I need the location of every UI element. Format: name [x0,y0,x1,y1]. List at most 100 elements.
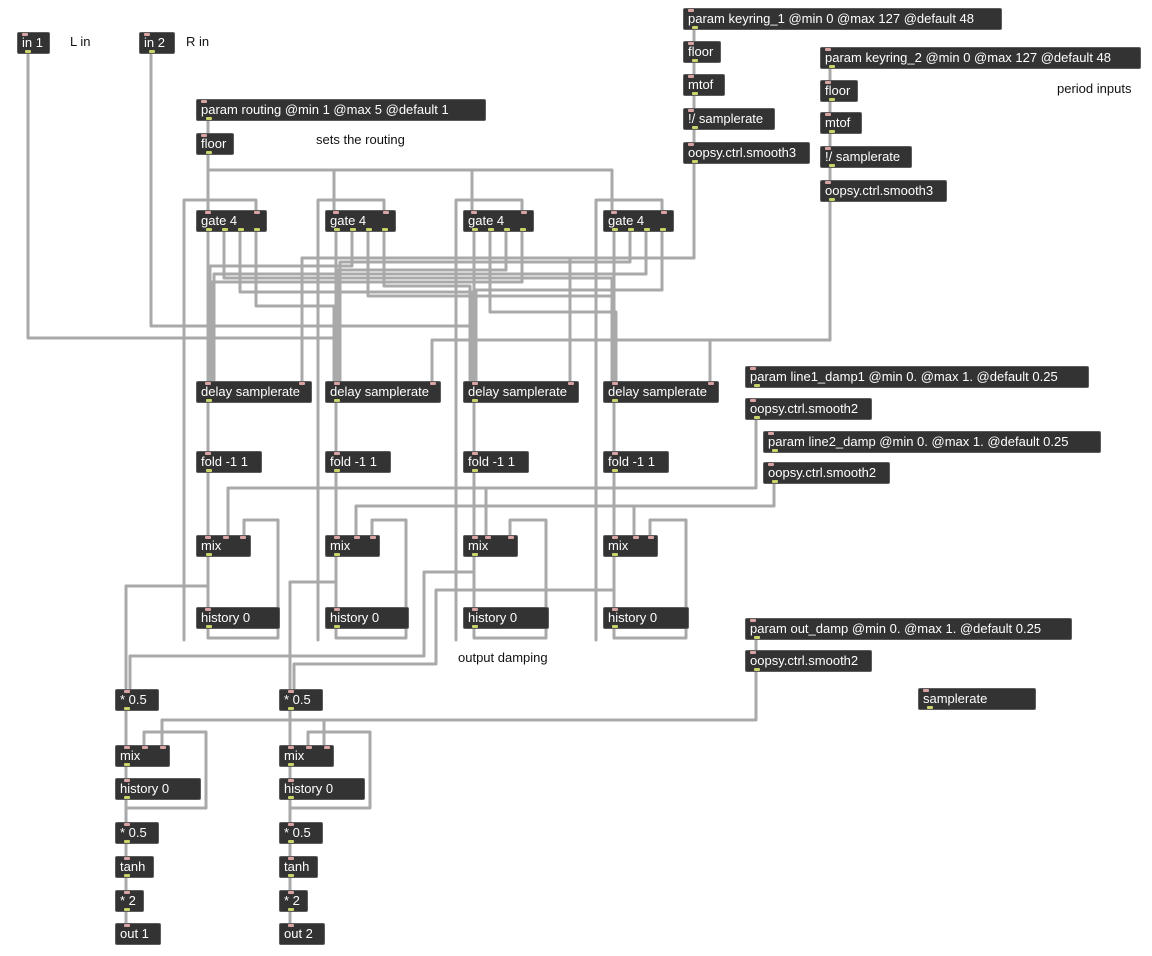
outlet[interactable] [612,228,618,231]
inlet[interactable] [288,690,294,693]
out1-mul-out-object[interactable]: * 0.5 [115,822,159,844]
delay-object-3[interactable]: delay samplerate [463,381,579,403]
damp2-param-object[interactable]: param line2_damp @min 0. @max 1. @defaul… [763,431,1101,453]
delay-object-2[interactable]: delay samplerate [325,381,441,403]
inlet[interactable] [306,746,312,749]
outlet[interactable] [222,228,228,231]
outlet[interactable] [124,908,130,911]
outlet[interactable] [149,50,155,53]
outlet[interactable] [829,65,835,68]
outlet[interactable] [488,228,494,231]
inlet[interactable] [648,536,654,539]
outlet[interactable] [772,480,778,483]
gate-object-3[interactable]: gate 4 [463,210,534,232]
keyring1-mtof-object[interactable]: mtof [683,74,725,96]
inlet[interactable] [750,399,756,402]
inlet[interactable] [334,536,340,539]
damp2-smooth-object[interactable]: oopsy.ctrl.smooth2 [763,462,890,484]
inlet[interactable] [661,211,667,214]
outlet[interactable] [754,636,760,639]
inlet[interactable] [825,181,831,184]
keyring2-smooth-object[interactable]: oopsy.ctrl.smooth3 [820,180,947,202]
in2-object[interactable]: in 2 [139,32,175,54]
inlet[interactable] [612,452,618,455]
inlet[interactable] [612,536,618,539]
gate-object-1[interactable]: gate 4 [196,210,267,232]
inlet[interactable] [688,42,694,45]
inlet[interactable] [612,608,618,611]
outdamp-param-object[interactable]: param out_damp @min 0. @max 1. @default … [745,618,1072,640]
outlet[interactable] [206,553,212,556]
out1-mix-object[interactable]: mix [115,745,170,767]
outlet[interactable] [366,228,372,231]
inlet[interactable] [124,690,130,693]
inlet[interactable] [612,382,618,385]
keyring1-smooth-object[interactable]: oopsy.ctrl.smooth3 [683,142,810,164]
inlet[interactable] [142,746,148,749]
inlet[interactable] [205,452,211,455]
inlet[interactable] [750,367,756,370]
inlet[interactable] [611,211,617,214]
out1-tanh-object[interactable]: tanh [115,856,154,878]
history-object-1[interactable]: history 0 [196,607,280,629]
inlet[interactable] [299,382,305,385]
outlet[interactable] [124,796,130,799]
out1-mul-in-object[interactable]: * 0.5 [115,689,159,711]
inlet[interactable] [768,463,774,466]
inlet[interactable] [288,924,294,927]
outlet[interactable] [628,228,634,231]
inlet[interactable] [124,779,130,782]
inlet[interactable] [333,211,339,214]
inlet[interactable] [472,608,478,611]
inlet[interactable] [205,382,211,385]
inlet[interactable] [288,779,294,782]
outlet[interactable] [382,228,388,231]
delay-object-4[interactable]: delay samplerate [603,381,719,403]
outlet[interactable] [334,625,340,628]
outlet[interactable] [504,228,510,231]
fold-object-4[interactable]: fold -1 1 [603,451,669,473]
history-object-2[interactable]: history 0 [325,607,409,629]
outlet[interactable] [692,59,698,62]
inlet[interactable] [124,924,130,927]
keyring2-mtof-object[interactable]: mtof [820,112,862,134]
outlet[interactable] [206,399,212,402]
outlet[interactable] [692,92,698,95]
out2-mul-out-object[interactable]: * 0.5 [279,822,323,844]
outlet[interactable] [206,469,212,472]
inlet[interactable] [688,75,694,78]
outlet[interactable] [472,469,478,472]
inlet[interactable] [472,452,478,455]
in1-object[interactable]: in 1 [17,32,50,54]
mix-object-2[interactable]: mix [325,535,380,557]
out2-mul-in-object[interactable]: * 0.5 [279,689,323,711]
inlet[interactable] [825,147,831,150]
outlet[interactable] [124,840,130,843]
inlet[interactable] [124,857,130,860]
inlet[interactable] [288,746,294,749]
outlet[interactable] [612,469,618,472]
outlet[interactable] [472,625,478,628]
outlet[interactable] [124,874,130,877]
out1-history-object[interactable]: history 0 [115,778,201,800]
keyring1-param-object[interactable]: param keyring_1 @min 0 @max 127 @default… [683,8,1002,30]
history-object-4[interactable]: history 0 [603,607,689,629]
inlet[interactable] [124,891,130,894]
out2-tanh-object[interactable]: tanh [279,856,318,878]
outlet[interactable] [754,416,760,419]
gate-object-2[interactable]: gate 4 [325,210,396,232]
outlet[interactable] [206,228,212,231]
damp1-smooth-object[interactable]: oopsy.ctrl.smooth2 [745,398,872,420]
outlet[interactable] [472,553,478,556]
outlet[interactable] [288,908,294,911]
outlet[interactable] [520,228,526,231]
fold-object-2[interactable]: fold -1 1 [325,451,391,473]
inlet[interactable] [354,536,360,539]
inlet[interactable] [223,536,229,539]
inlet[interactable] [508,536,514,539]
out2-history-object[interactable]: history 0 [279,778,365,800]
outlet[interactable] [927,706,933,709]
outlet[interactable] [288,796,294,799]
inlet[interactable] [688,9,694,12]
outlet[interactable] [754,668,760,671]
